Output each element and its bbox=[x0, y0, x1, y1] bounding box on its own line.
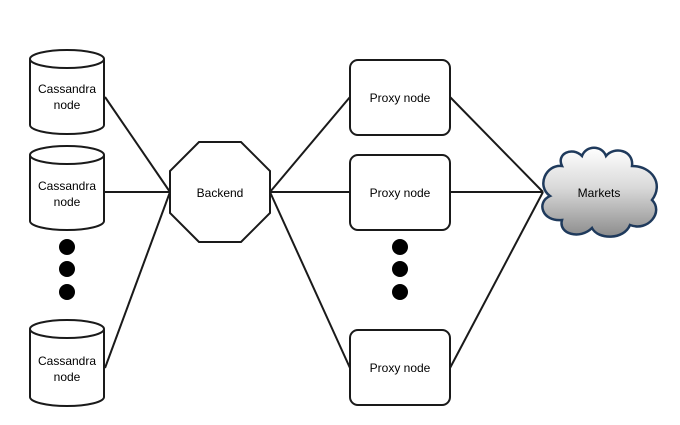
proxy-node-1-label: Proxy node bbox=[370, 91, 431, 105]
edge-cassandra-3-backend bbox=[104, 191, 171, 369]
proxy-node-box bbox=[349, 329, 451, 406]
proxy-node-2-label: Proxy node bbox=[370, 186, 431, 200]
ellipsis-dot bbox=[59, 284, 75, 300]
proxy-node-1: Proxy node bbox=[349, 59, 451, 136]
ellipsis-dots-proxy bbox=[392, 239, 408, 300]
edge-proxy-3-markets bbox=[449, 191, 544, 369]
edge-backend-proxy-3 bbox=[269, 191, 351, 369]
proxy-node-box bbox=[349, 154, 451, 231]
cylinder-body bbox=[29, 329, 105, 407]
edge-cassandra-1-backend bbox=[104, 96, 171, 193]
proxy-node-box bbox=[349, 59, 451, 136]
proxy-node-3: Proxy node bbox=[349, 329, 451, 406]
cassandra-node-3: Cassandra node bbox=[29, 319, 105, 407]
backend-octagon bbox=[169, 141, 271, 243]
cylinder-top bbox=[29, 49, 105, 69]
edge-backend-proxy-1 bbox=[269, 96, 351, 193]
cassandra-node-1-label-line2: node bbox=[54, 98, 81, 112]
proxy-node-2: Proxy node bbox=[349, 154, 451, 231]
cassandra-node-2-label-line1: Cassandra bbox=[38, 179, 96, 193]
cassandra-node-1-label-line1: Cassandra bbox=[38, 82, 96, 96]
ellipsis-dot bbox=[59, 261, 75, 277]
ellipsis-dot bbox=[392, 284, 408, 300]
cassandra-node-3-label-line2: node bbox=[54, 370, 81, 384]
ellipsis-dot bbox=[392, 239, 408, 255]
cylinder-body bbox=[29, 155, 105, 231]
ellipsis-dot bbox=[59, 239, 75, 255]
backend-label: Backend bbox=[197, 186, 244, 200]
cassandra-node-2-label-line2: node bbox=[54, 195, 81, 209]
cassandra-node-3-label-line1: Cassandra bbox=[38, 354, 96, 368]
proxy-node-3-label: Proxy node bbox=[370, 361, 431, 375]
cloud-icon bbox=[541, 146, 658, 238]
ellipsis-dots-cassandra bbox=[59, 239, 75, 300]
markets-label: Markets bbox=[578, 186, 621, 200]
cassandra-node-2: Cassandra node bbox=[29, 145, 105, 231]
markets-node: Markets bbox=[541, 146, 658, 238]
cylinder-body bbox=[29, 59, 105, 135]
cylinder-top bbox=[29, 145, 105, 165]
cylinder-top bbox=[29, 319, 105, 339]
connection-lines bbox=[104, 96, 544, 369]
edge-proxy-1-markets bbox=[449, 96, 544, 193]
ellipsis-dot bbox=[392, 261, 408, 277]
cassandra-node-1: Cassandra node bbox=[29, 49, 105, 135]
backend-node: Backend bbox=[169, 141, 271, 243]
